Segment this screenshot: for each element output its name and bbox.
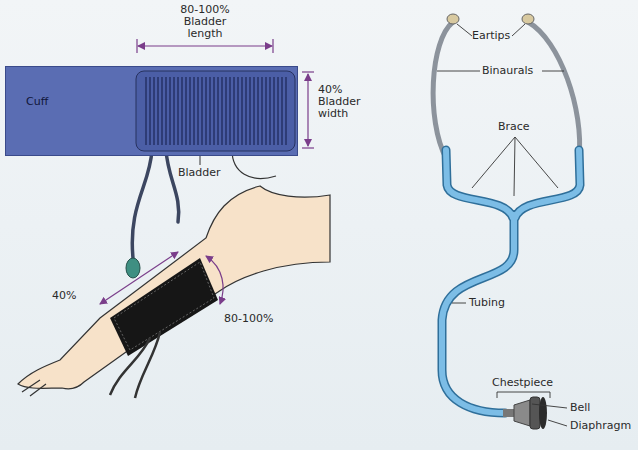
- part-label: Tubing: [469, 297, 505, 309]
- part-label: Diaphragm: [570, 420, 631, 432]
- arm-cuff: [110, 258, 218, 398]
- cuff-label: Cuff: [26, 95, 48, 108]
- bladder: [6, 67, 299, 157]
- leader-lines: [437, 24, 567, 426]
- part-label: Brace: [498, 121, 530, 133]
- part-label: Eartips: [472, 30, 510, 42]
- part-label: Bladder: [178, 167, 221, 179]
- dimension-label: 40%: [52, 290, 76, 302]
- cuff: Cuff: [5, 66, 298, 156]
- inflation-bulb: [126, 258, 140, 278]
- dimension-label: 40% Bladder width: [318, 84, 372, 120]
- arm-length-arrow: [206, 256, 223, 304]
- part-label: Binaurals: [482, 65, 533, 77]
- binaurals: [433, 22, 580, 158]
- part-label: Chestpiece: [492, 377, 553, 389]
- width-dimension: [302, 72, 314, 148]
- part-label: Bell: [570, 402, 590, 414]
- arm-width-arrow: [100, 252, 178, 304]
- dimension-label: 80-100%: [224, 313, 273, 325]
- eartips: [447, 14, 534, 24]
- arm: [18, 150, 330, 396]
- cuff-tubes: [132, 150, 178, 258]
- tubing: [442, 150, 580, 413]
- dimension-label: 80-100% Bladder length: [174, 4, 236, 40]
- chestpiece: [503, 397, 547, 429]
- length-dimension: [137, 39, 273, 53]
